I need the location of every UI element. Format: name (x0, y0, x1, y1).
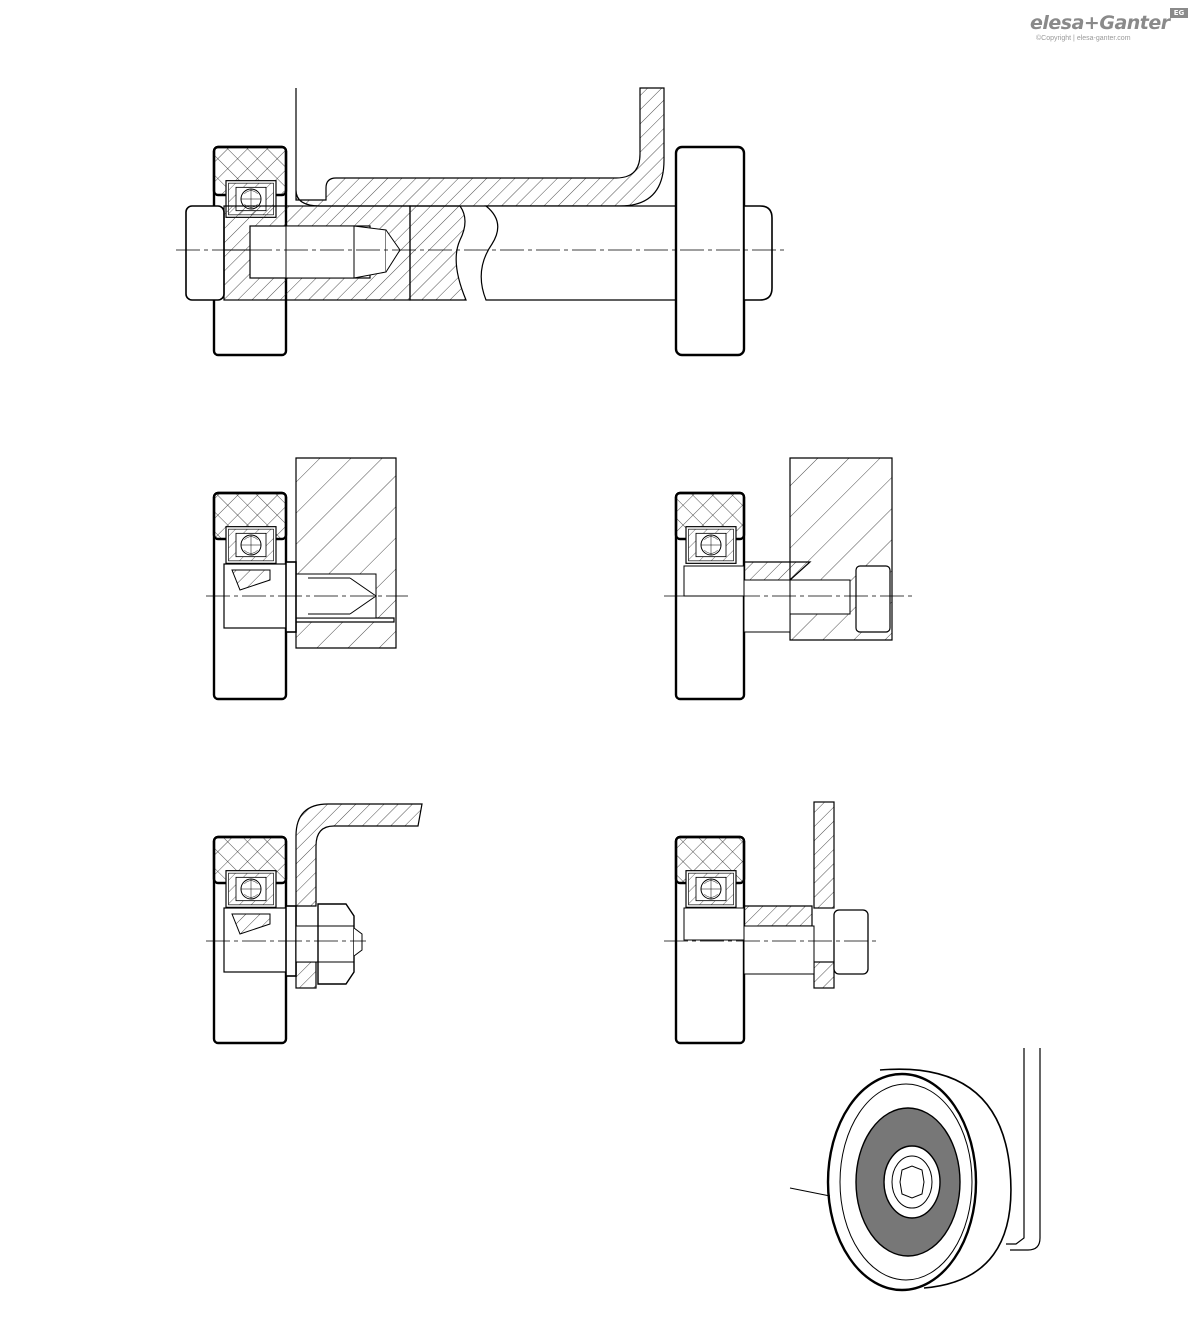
bottom-left-nut-mount (206, 803, 423, 1045)
logo-wordmark: elesa+Ganter (1030, 12, 1170, 34)
wheel-3d-illustration (789, 1048, 1041, 1292)
bearing (225, 869, 277, 909)
logo-badge: EG (1170, 8, 1188, 18)
top-axle-assembly (176, 87, 786, 357)
bearing (685, 869, 737, 909)
brand-logo: elesa+Ganter ©Copyright | elesa-ganter.c… (1030, 8, 1190, 52)
bottom-right-screw-mount (664, 801, 880, 1045)
mid-right-screw-mount (664, 457, 914, 701)
left-hub (185, 205, 225, 301)
bearing (685, 525, 737, 565)
u-channel (295, 87, 665, 207)
bearing (225, 525, 277, 565)
logo-copyright: ©Copyright | elesa-ganter.com (1036, 35, 1131, 42)
right-wheel (674, 145, 746, 357)
hex-nut (317, 903, 355, 985)
mid-left-stud-mount (206, 457, 408, 701)
